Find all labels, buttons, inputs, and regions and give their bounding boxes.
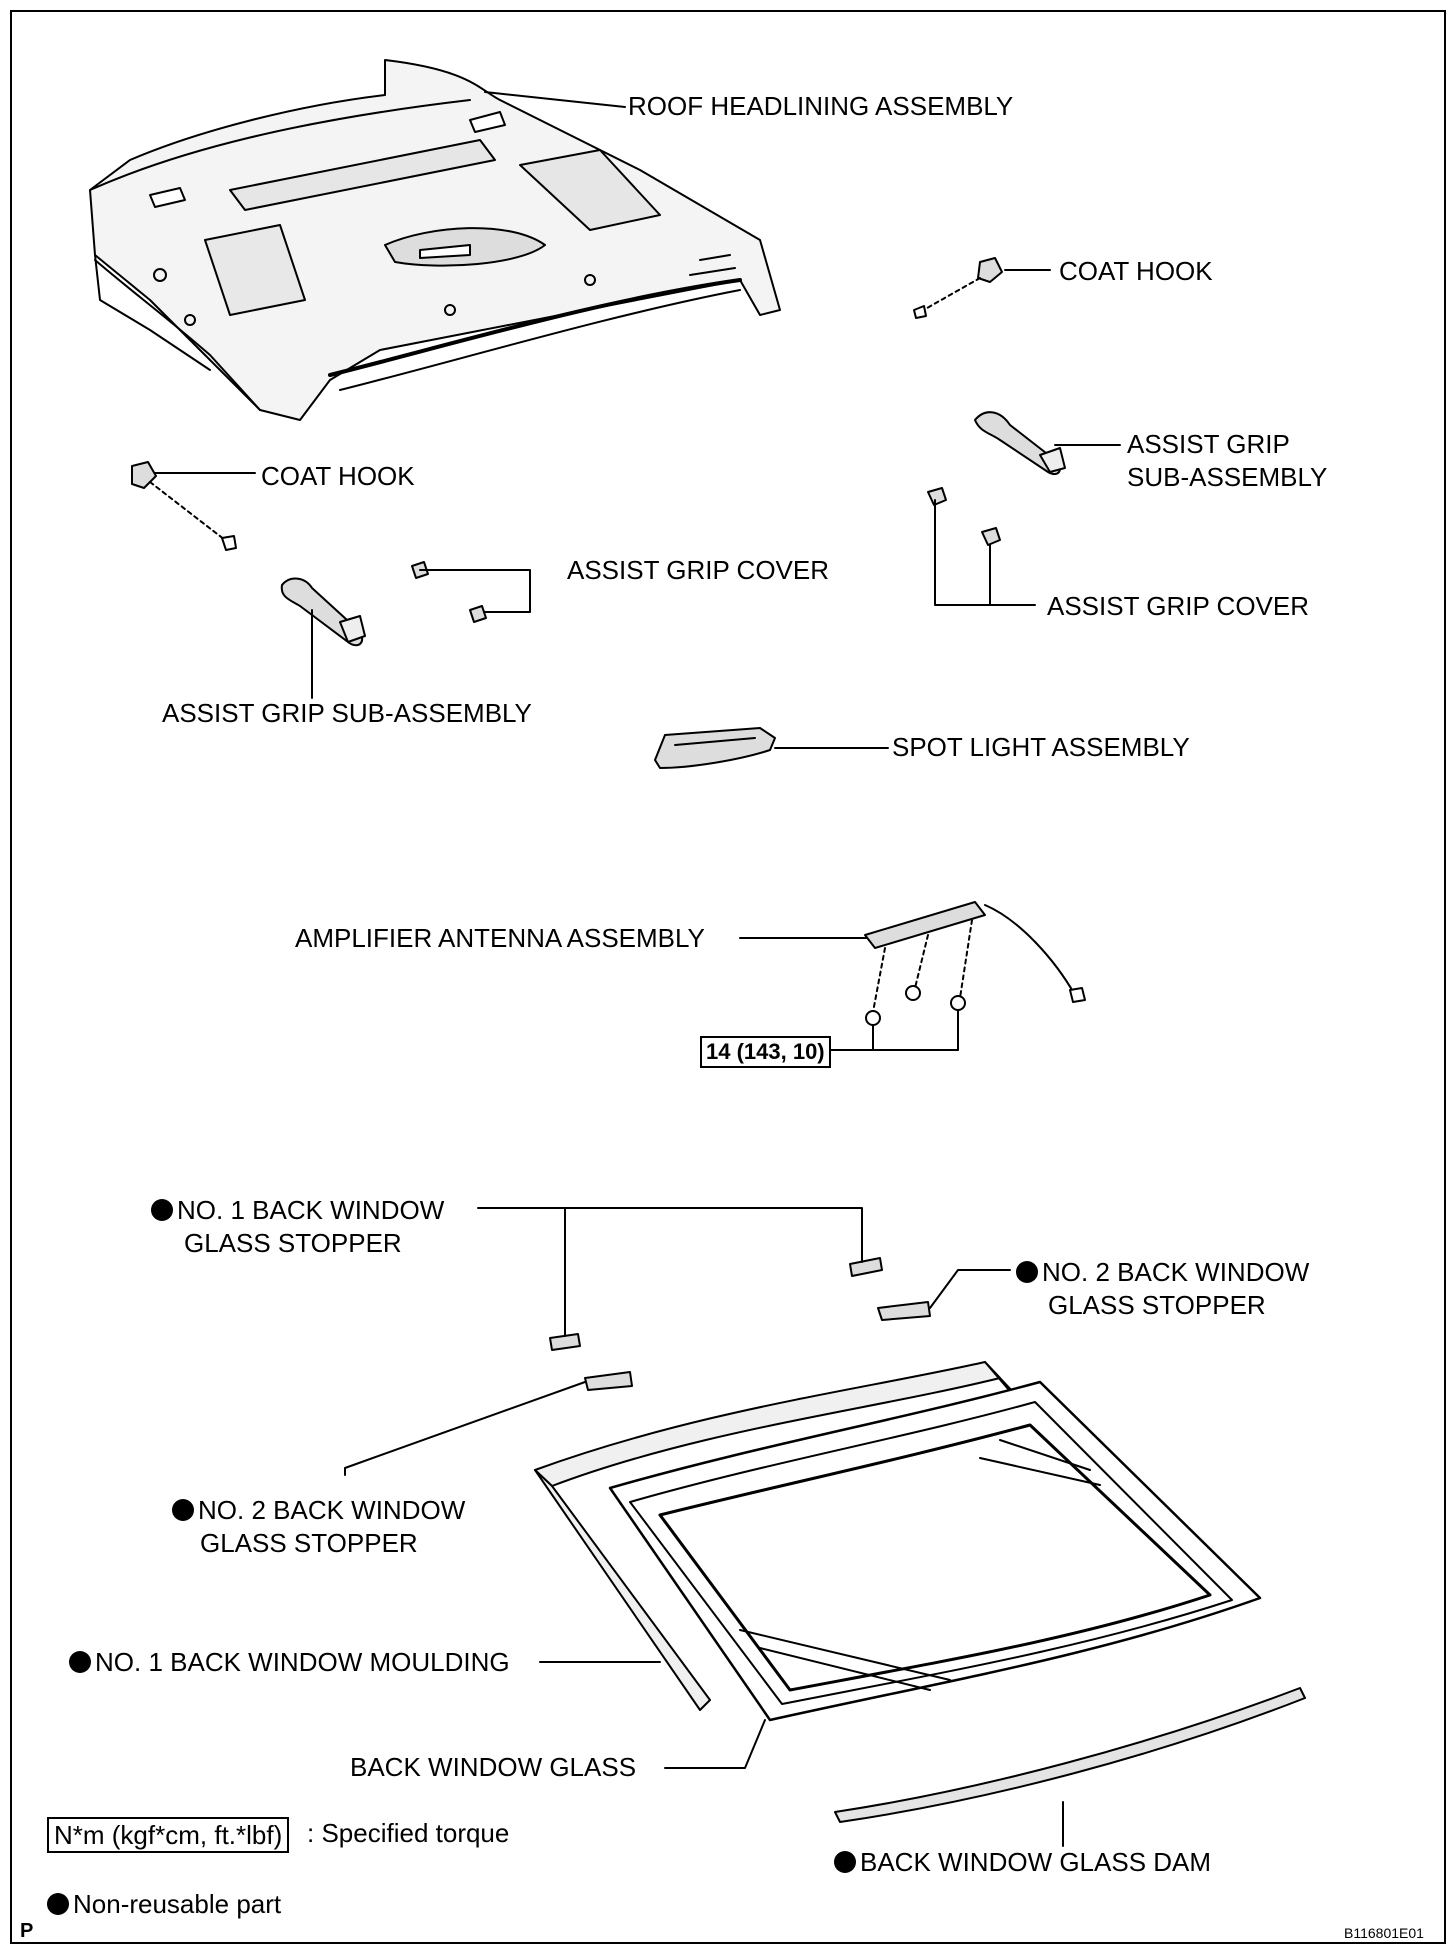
label-stopper1-top-line2: GLASS STOPPER: [184, 1228, 402, 1258]
label-stopper2-left-line1: NO. 2 BACK WINDOW: [198, 1495, 466, 1525]
torque-value-box: 14 (143, 10): [700, 1036, 831, 1068]
assist-grip-right-drawing: [974, 411, 1066, 476]
coat-hook-right-drawing: [913, 257, 1003, 319]
amplifier-antenna-drawing: [864, 901, 1086, 1026]
diagram-frame: [10, 10, 1446, 1944]
legend-torque-unit-box: N*m (kgf*cm, ft.*lbf): [47, 1817, 290, 1853]
label-coat-hook-left: COAT HOOK: [261, 461, 415, 491]
label-stopper2-left-line2: GLASS STOPPER: [200, 1528, 418, 1558]
label-assist-grip-cover-left: ASSIST GRIP COVER: [567, 555, 830, 585]
label-stopper2-right-line2: GLASS STOPPER: [1048, 1290, 1266, 1320]
label-stopper2-left: NO. 2 BACK WINDOW: [172, 1494, 465, 1527]
back-window-glass-drawing: [608, 1380, 1262, 1722]
coat-hook-left-drawing: [131, 461, 237, 551]
label-stopper2-right: NO. 2 BACK WINDOW: [1016, 1256, 1309, 1289]
nonreusable-dot-icon: [47, 1893, 69, 1915]
nonreusable-dot-icon: [172, 1499, 194, 1521]
nonreusable-dot-icon: [151, 1199, 173, 1221]
leader-lines: [154, 91, 1121, 1847]
label-glass-dam-text: BACK WINDOW GLASS DAM: [860, 1847, 1212, 1877]
label-glass-dam: BACK WINDOW GLASS DAM: [834, 1846, 1211, 1879]
legend-nonreusable: Non-reusable part: [47, 1888, 281, 1921]
label-back-window-glass: BACK WINDOW GLASS: [350, 1752, 637, 1782]
stopper-drawings: [549, 1257, 931, 1391]
figure-code: B116801E01: [1344, 1925, 1424, 1941]
nonreusable-dot-icon: [69, 1651, 91, 1673]
corner-mark: P: [20, 1920, 34, 1942]
label-stopper1-top-line1: NO. 1 BACK WINDOW: [177, 1195, 445, 1225]
legend-torque-text: : Specified torque: [307, 1818, 510, 1848]
nonreusable-dot-icon: [834, 1851, 856, 1873]
nonreusable-dot-icon: [1016, 1261, 1038, 1283]
label-assist-grip-left: ASSIST GRIP SUB-ASSEMBLY: [162, 698, 532, 728]
label-spot-light: SPOT LIGHT ASSEMBLY: [892, 732, 1190, 762]
assist-grip-cover-right-drawing: [927, 487, 1001, 546]
label-assist-grip-cover-right: ASSIST GRIP COVER: [1047, 591, 1310, 621]
label-assist-grip-right-1: ASSIST GRIP: [1127, 429, 1290, 459]
label-amplifier-antenna: AMPLIFIER ANTENNA ASSEMBLY: [295, 923, 705, 953]
assist-grip-cover-left-drawing: [411, 561, 487, 623]
label-moulding-text: NO. 1 BACK WINDOW MOULDING: [95, 1647, 510, 1677]
legend-nonreusable-text: Non-reusable part: [73, 1889, 282, 1919]
label-stopper2-right-line1: NO. 2 BACK WINDOW: [1042, 1257, 1310, 1287]
label-roof-headlining: ROOF HEADLINING ASSEMBLY: [628, 91, 1014, 121]
assist-grip-left-drawing: [280, 577, 366, 647]
label-assist-grip-right-2: SUB-ASSEMBLY: [1127, 462, 1328, 492]
label-coat-hook-right: COAT HOOK: [1059, 256, 1213, 286]
roof-headlining-drawing: [89, 59, 781, 421]
label-stopper1-top: NO. 1 BACK WINDOW: [151, 1194, 444, 1227]
spot-light-drawing: [654, 727, 776, 769]
glass-dam-drawing: [834, 1687, 1306, 1823]
label-moulding: NO. 1 BACK WINDOW MOULDING: [69, 1646, 510, 1679]
